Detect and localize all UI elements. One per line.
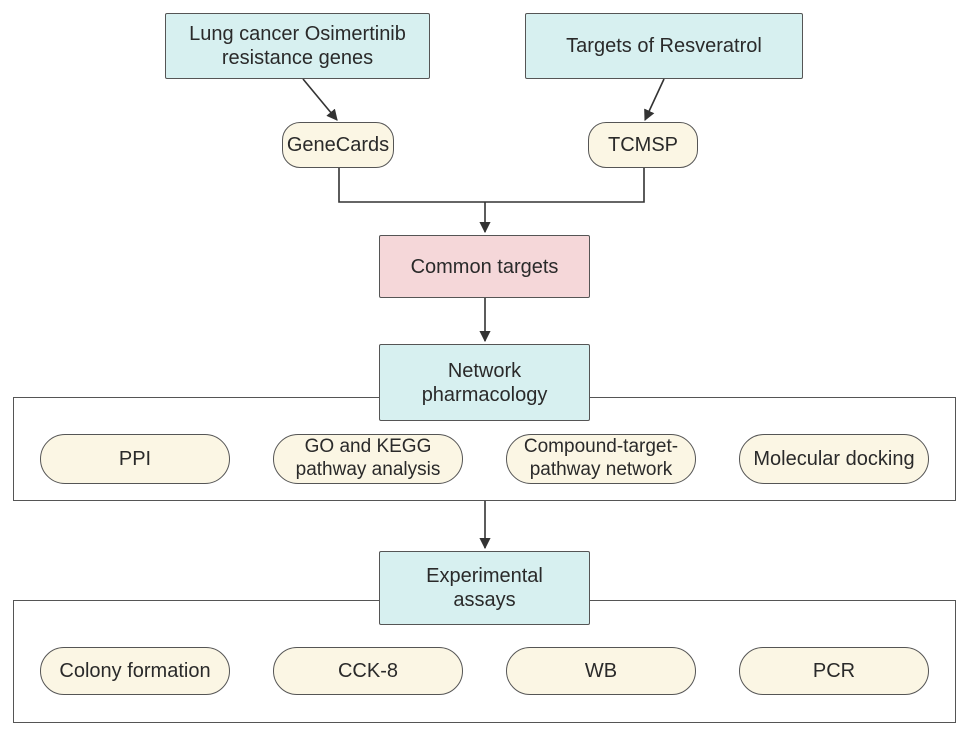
common-targets-box: Common targets [379,235,590,298]
pcr-item: PCR [739,647,929,695]
arrow-left-source-to-genecards [302,78,338,121]
osimertinib-resistance-genes-box: Lung cancer Osimertinib resistance genes [165,13,430,79]
ppi-item: PPI [40,434,230,484]
genecards-connector [338,168,485,203]
colony-formation-item: Colony formation [40,647,230,695]
experimental-assays-box: Experimental assays [379,551,590,625]
arrow-right-source-to-tcmsp [644,78,665,122]
genecards-node: GeneCards [282,122,394,168]
tcmsp-node: TCMSP [588,122,698,168]
go-kegg-analysis-item: GO and KEGG pathway analysis [273,434,463,484]
compound-target-pathway-network-item: Compound-target- pathway network [506,434,696,484]
network-pharmacology-box: Network pharmacology [379,344,590,421]
resveratrol-targets-box: Targets of Resveratrol [525,13,803,79]
tcmsp-connector [485,168,645,203]
molecular-docking-item: Molecular docking [739,434,929,484]
cck8-item: CCK-8 [273,647,463,695]
wb-item: WB [506,647,696,695]
